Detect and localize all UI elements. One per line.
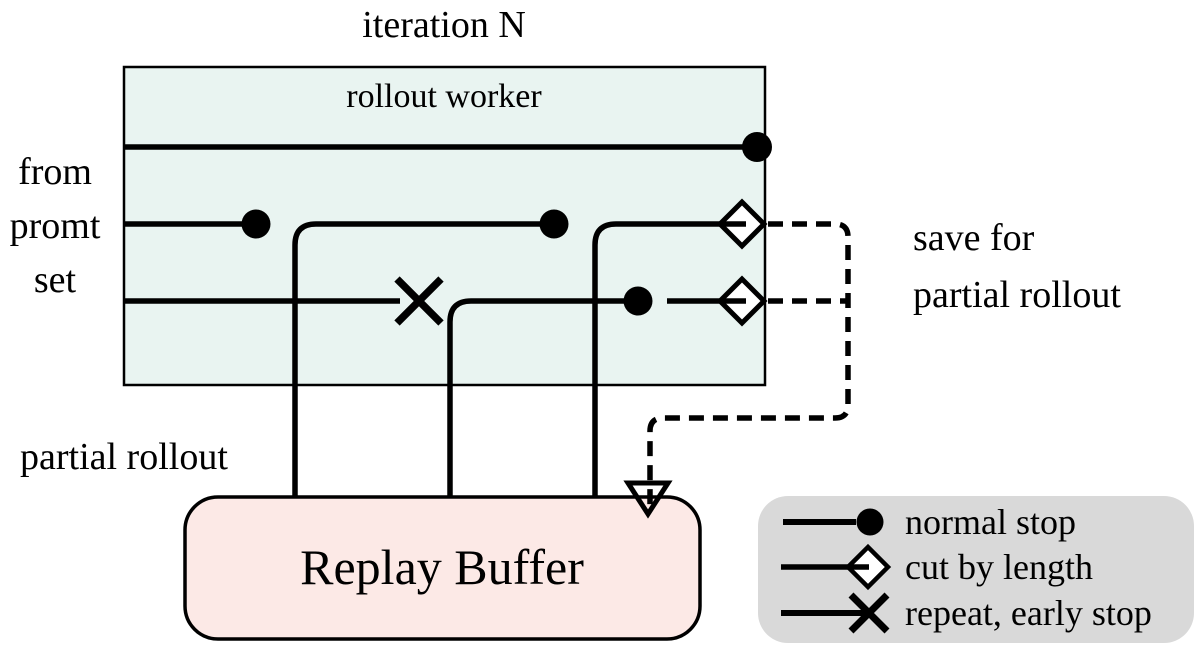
repeat-early-stop-icon [848,592,890,634]
prompt-label-line1: from [18,151,92,193]
trajectory-row3-segB-from-buffer [447,298,625,497]
rollout-worker-label: rollout worker [346,78,542,115]
repeat-early-stop-icon [394,276,444,326]
save-label-line1: save for [913,217,1035,259]
save-path-dashed-row2 [647,221,851,505]
save-label-line2: partial rollout [913,274,1121,316]
normal-stop-icon [623,286,653,316]
replay-buffer-label: Replay Buffer [300,539,584,595]
arrow-down-open-icon [623,480,673,519]
save-for-partial-rollout-label: save for partial rollout [913,210,1121,324]
prompt-label-line3: set [33,259,77,301]
trajectory-row2-segC-from-buffer [592,221,746,497]
normal-stop-icon [742,132,772,162]
normal-stop-icon [241,209,271,239]
from-prompt-set-label: from promt set [10,145,101,307]
iteration-label: iteration N [362,4,526,46]
legend-label-normal-stop: normal stop [905,502,1076,542]
prompt-label-line2: promt [9,205,101,247]
normal-stop-icon [539,209,569,239]
trajectory-row2-segB-from-buffer [292,221,541,497]
legend-label-cut-by-length: cut by length [905,547,1093,587]
replay-buffer-box [183,495,702,641]
partial-rollout-label: partial rollout [20,436,228,478]
legend-label-repeat-early-stop: repeat, early stop [905,593,1152,633]
normal-stop-icon [856,508,884,536]
